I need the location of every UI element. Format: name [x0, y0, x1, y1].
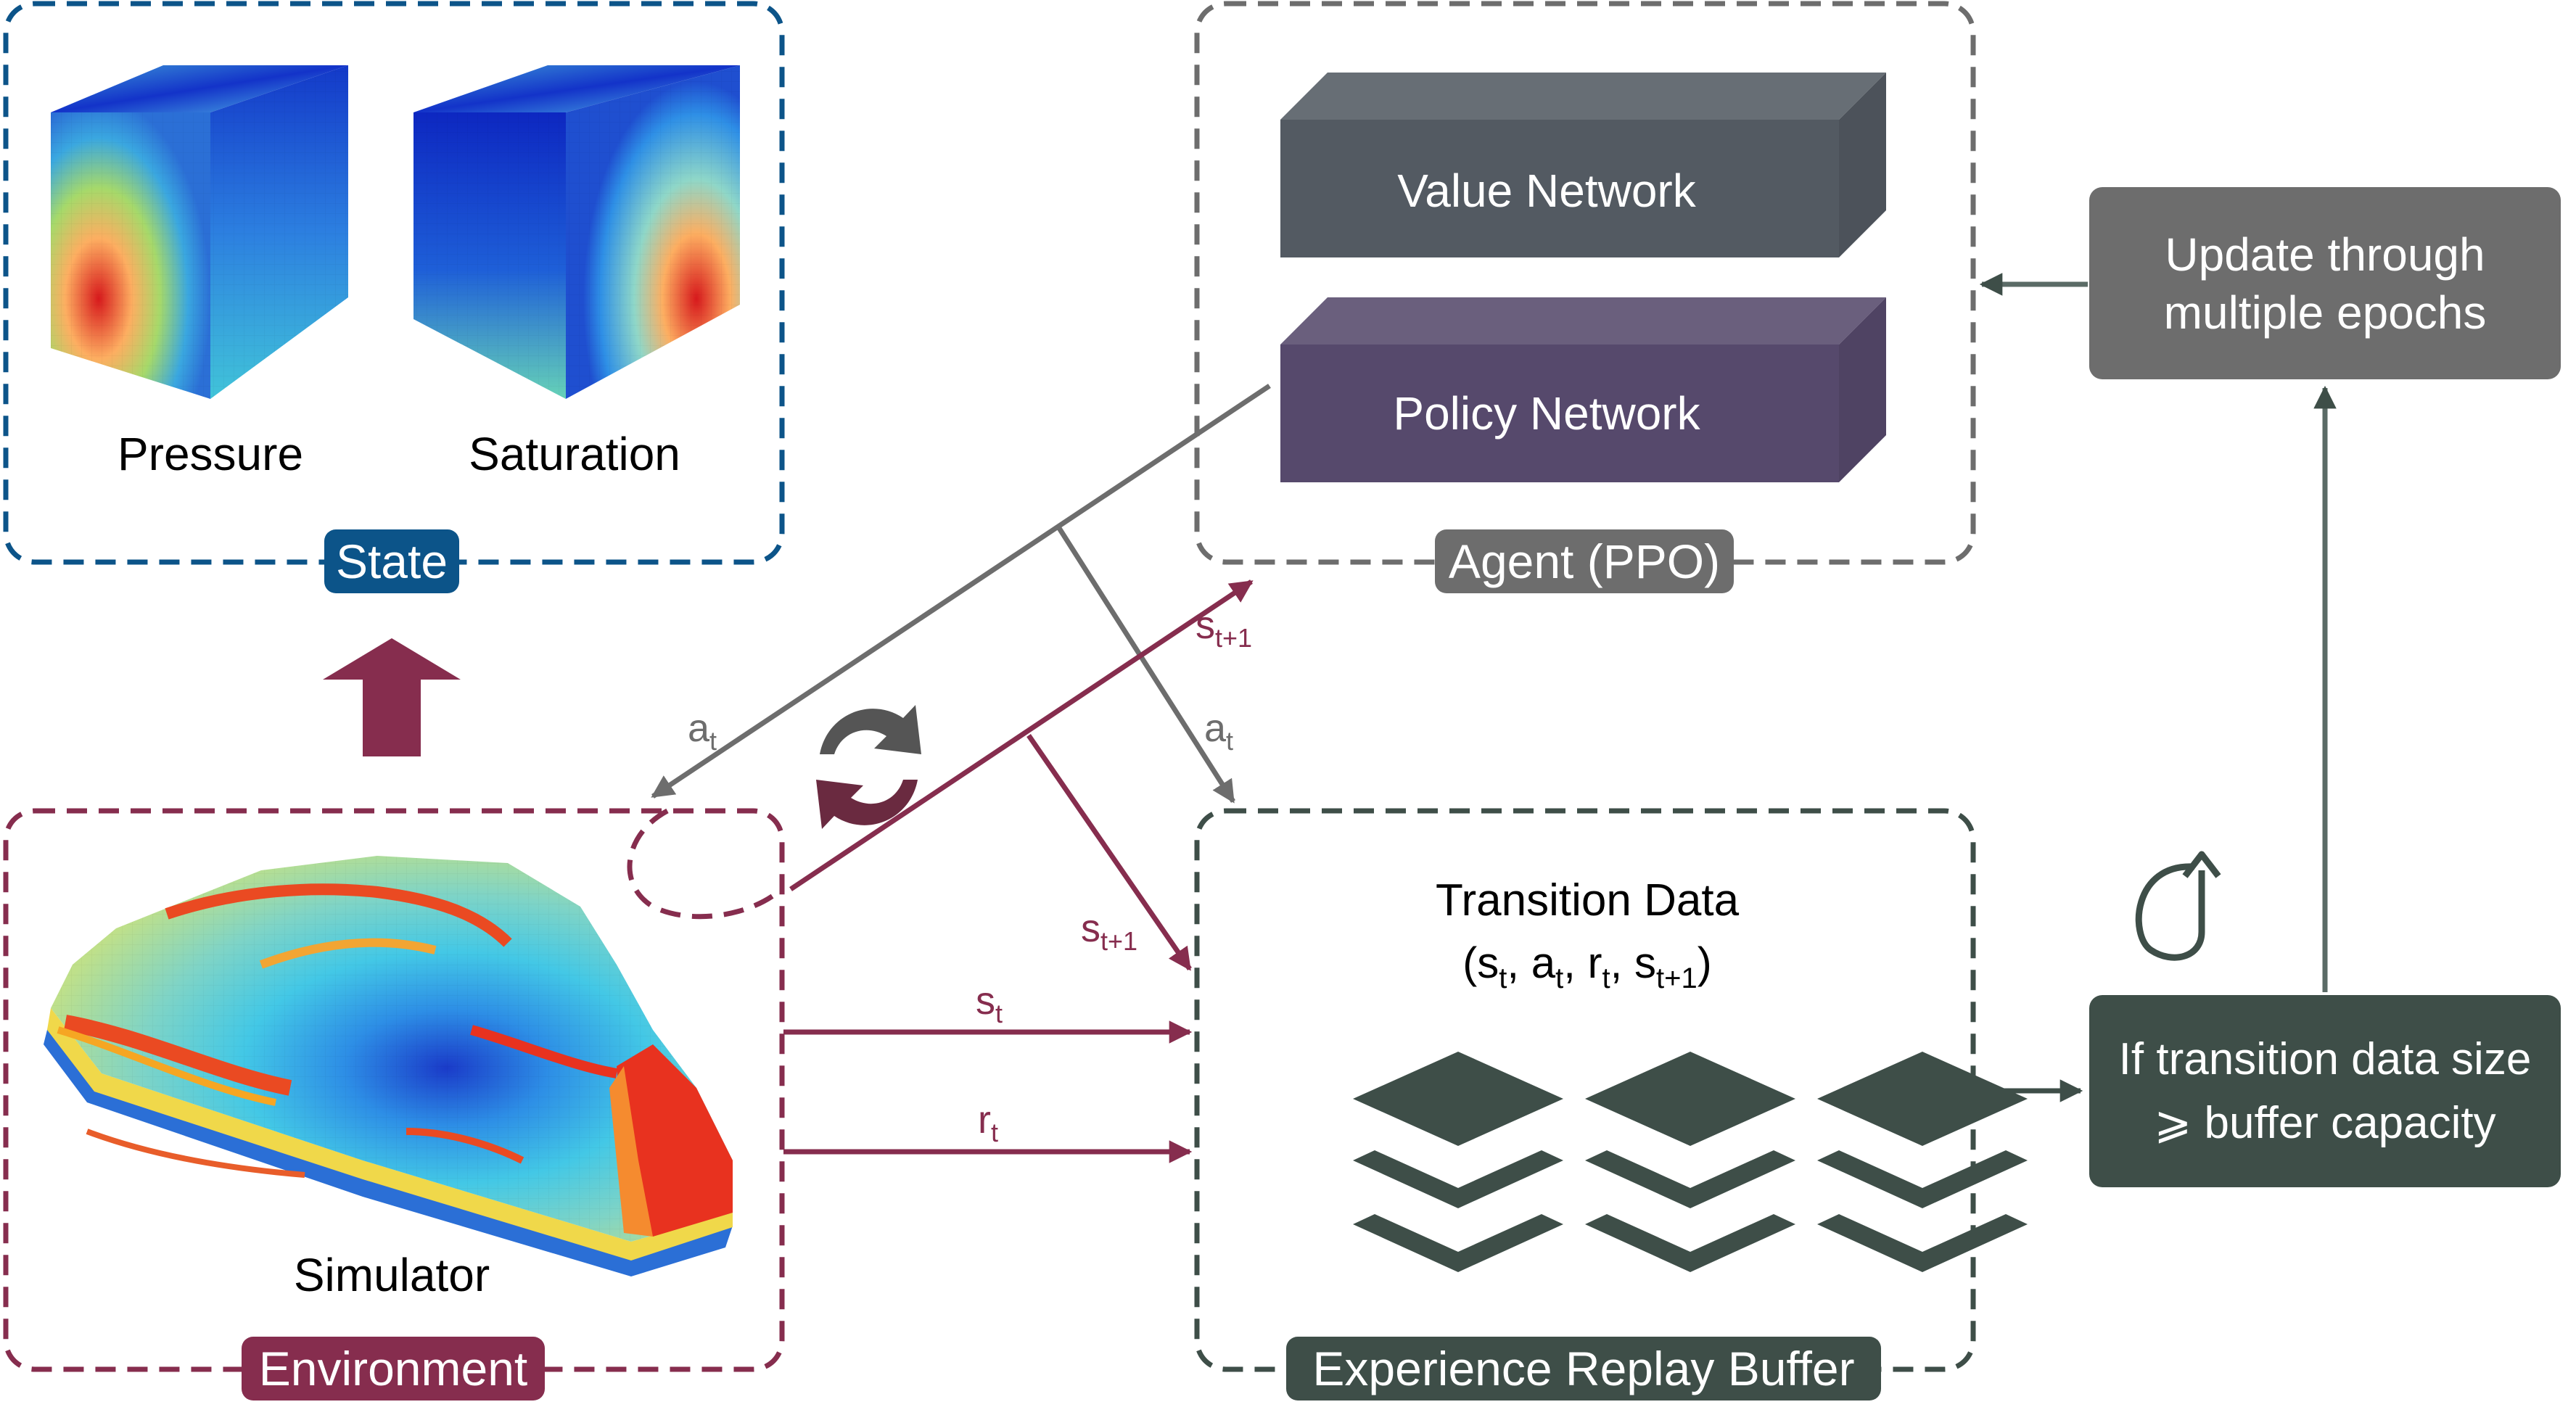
policy-to-buffer-action-arrow: [1055, 524, 1235, 804]
saturation-cube: [413, 65, 740, 399]
action-right-label: at: [1204, 706, 1233, 756]
loop-icon: [2135, 851, 2221, 961]
policy-to-env-action-arrow: [651, 384, 1271, 799]
env-to-buffer-next-state-arrow: [1026, 734, 1192, 971]
condition-box-text: If transition data size ⩾ buffer capacit…: [2089, 995, 2561, 1187]
transition-data-title: Transition Data: [1436, 875, 1740, 925]
simulator-label: Simulator: [294, 1249, 490, 1301]
update-box-text: Update through multiple epochs: [2089, 187, 2561, 379]
value-network-block: [1280, 73, 1886, 257]
cycle-icon: [816, 705, 921, 829]
policy-network-label: Policy Network: [1393, 387, 1700, 440]
update-line-1: Update through: [2165, 228, 2485, 281]
condition-line-2: ⩾ buffer capacity: [2154, 1097, 2496, 1148]
state-tag: State: [324, 529, 459, 593]
reward-buffer-label: rt: [978, 1098, 998, 1147]
up-arrow-icon: [323, 638, 461, 756]
state-buffer-label: st: [976, 979, 1003, 1028]
environment-tag: Environment: [242, 1337, 545, 1400]
policy-network-block: [1280, 297, 1886, 482]
env-to-agent-next-state-arrow: [789, 579, 1254, 891]
action-left-label: at: [688, 706, 717, 756]
update-line-2: multiple epochs: [2163, 286, 2487, 339]
condition-box: [2089, 995, 2561, 1187]
layer-stack-icon: [1353, 1052, 2028, 1272]
next-state-buffer-label: st+1: [1081, 907, 1137, 956]
pressure-cube: [51, 65, 348, 399]
value-network-label: Value Network: [1397, 165, 1696, 217]
transition-tuple: (st, at, rt, st+1): [1462, 938, 1711, 994]
pressure-label: Pressure: [118, 428, 303, 480]
condition-line-1: If transition data size: [2118, 1034, 2532, 1084]
buffer-tag: Experience Replay Buffer: [1286, 1337, 1881, 1400]
next-state-agent-label: st+1: [1196, 603, 1252, 653]
saturation-label: Saturation: [469, 428, 680, 480]
agent-tag: Agent (PPO): [1435, 529, 1734, 593]
reservoir-model: [44, 856, 733, 1276]
update-box: [2089, 187, 2561, 379]
env-dashed-bump: [627, 808, 782, 920]
